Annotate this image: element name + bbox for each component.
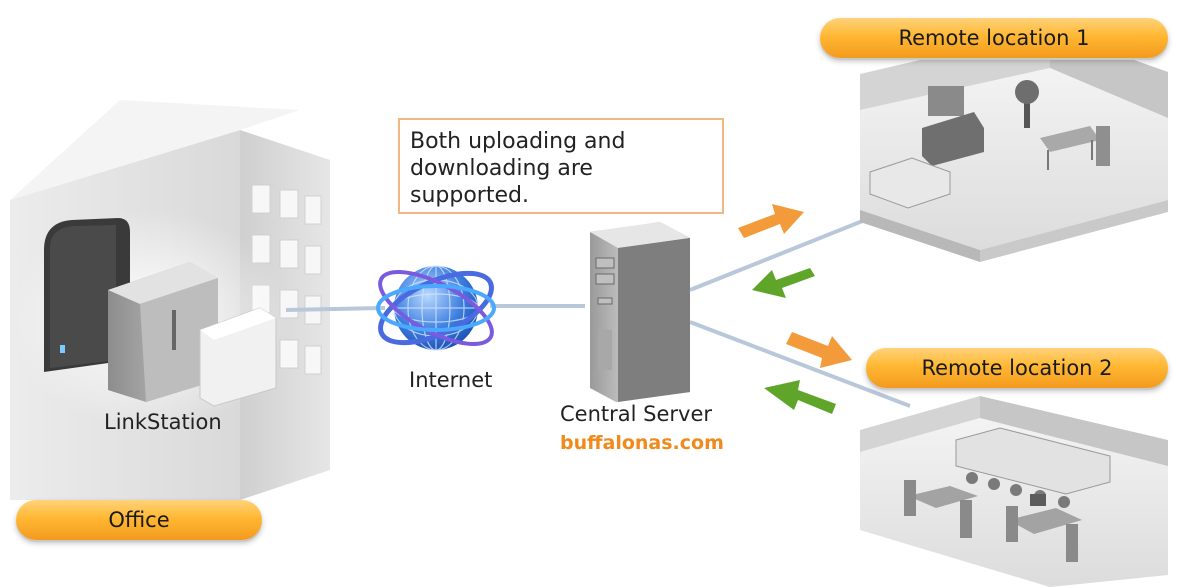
note-line-1: Both uploading and <box>410 129 626 154</box>
remote-room-2 <box>860 396 1168 587</box>
remote-location-2-pill: Remote location 2 <box>866 348 1168 388</box>
upload-download-note: Both uploading and downloading are suppo… <box>398 118 724 214</box>
remote-location-1-pill: Remote location 1 <box>820 18 1168 58</box>
linkstation-label: LinkStation <box>104 410 222 434</box>
note-line-2: downloading are supported. <box>410 156 593 208</box>
globe-icon <box>376 265 496 351</box>
linkstation-devices <box>44 218 277 407</box>
central-server-icon <box>590 222 690 402</box>
central-server-label: Central Server <box>560 402 713 426</box>
upload-arrow-1 <box>738 204 804 238</box>
internet-label: Internet <box>409 368 493 392</box>
download-arrow-1 <box>752 268 815 298</box>
remote-room-1 <box>860 30 1168 262</box>
download-arrow-2 <box>764 380 836 414</box>
upload-arrow-2 <box>786 332 852 368</box>
office-pill: Office <box>16 500 262 540</box>
server-domain-label: buffalonas.com <box>560 432 724 454</box>
